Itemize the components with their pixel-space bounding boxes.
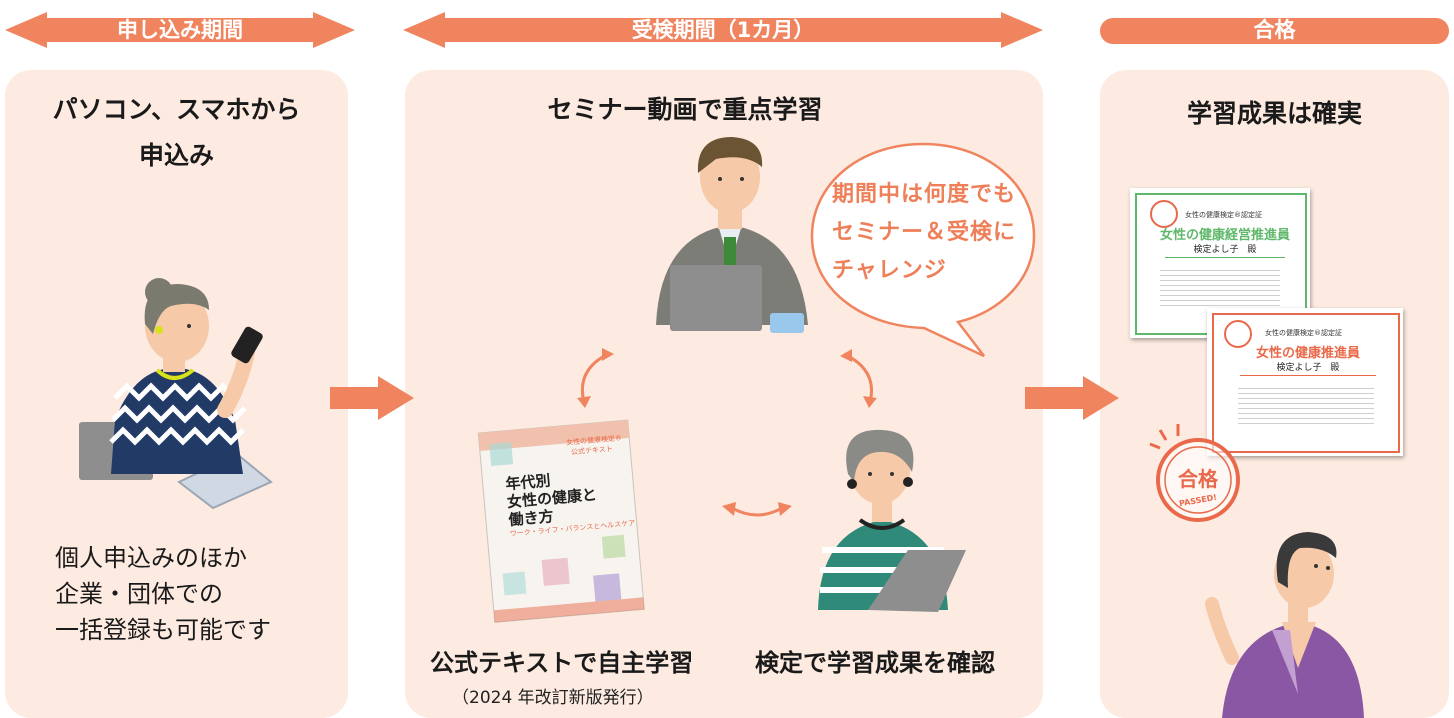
pass-header-bar <box>1100 18 1449 44</box>
application-period-arrow <box>5 12 355 48</box>
speech-bubble <box>810 142 1036 358</box>
speech-bubble-text: 期間中は何度でも セミナー＆受検に チャレンジ <box>832 176 1032 290</box>
apply-title-line2: 申込み <box>138 141 214 170</box>
woman-looking-up-illustration <box>1205 532 1364 718</box>
certificate-front-text-lines <box>1238 384 1374 428</box>
apply-note: 個人申込みのほか 企業・団体での 一括登録も可能です <box>55 540 335 648</box>
certificate-back-emblem <box>1150 200 1178 228</box>
apply-note-line3: 一括登録も可能です <box>55 616 271 644</box>
woman-with-laptop-illustration <box>818 429 966 612</box>
cycle-arrow-left <box>577 348 614 408</box>
certificate-front-emblem <box>1224 320 1252 348</box>
apply-note-line1: 個人申込みのほか <box>55 544 247 572</box>
exam-period-arrow <box>403 12 1043 48</box>
exam-period-label: 受検期間（1カ月） <box>631 18 815 42</box>
textbook-subcaption: （2024 年改訂新版発行） <box>452 688 654 708</box>
bubble-line3: チャレンジ <box>832 258 947 283</box>
certificate-back-name: 女性の健康経営推進員 <box>1159 228 1290 243</box>
flow-arrow-1 <box>330 376 414 420</box>
cycle-arrow-bottom <box>722 502 792 517</box>
certificate-back-header: 女性の健康検定®認定証 <box>1185 211 1262 219</box>
exam-caption: 検定で学習成果を確認 <box>755 649 995 677</box>
certificate-front-name: 女性の健康推進員 <box>1255 346 1360 361</box>
apply-title-line1: パソコン、スマホから <box>52 95 301 124</box>
man-with-laptop-illustration <box>656 137 808 333</box>
bubble-line1: 期間中は何度でも <box>832 182 1017 207</box>
pass-header-label: 合格 <box>1253 18 1296 42</box>
textbook-caption: 公式テキストで自主学習 <box>430 649 694 677</box>
pass-title: 学習成果は確実 <box>1186 99 1362 128</box>
flow-arrow-2 <box>1025 376 1119 420</box>
woman-with-phone-illustration <box>79 278 273 510</box>
application-period-label: 申し込み期間 <box>117 18 243 42</box>
pass-stamp-ring <box>1149 424 1240 522</box>
textbook-illustration <box>477 419 645 623</box>
bubble-line2: セミナー＆受検に <box>832 220 1017 245</box>
certificate-front-recipient: 検定よし子 殿 <box>1276 363 1340 373</box>
cycle-arrow-right <box>840 349 877 408</box>
study-title: セミナー動画で重点学習 <box>547 95 823 124</box>
certificate-front-border <box>1212 313 1400 453</box>
certificate-back-recipient: 検定よし子 殿 <box>1193 245 1257 255</box>
pass-stamp-label: 合格 <box>1178 467 1218 491</box>
certificate-front-header: 女性の健康検定®認定証 <box>1265 329 1342 337</box>
certificate-back-rule <box>1165 257 1285 258</box>
certificate-front-rule <box>1240 375 1376 376</box>
apply-note-line2: 企業・団体での <box>55 580 223 608</box>
certificate-back-text-lines <box>1160 266 1280 306</box>
